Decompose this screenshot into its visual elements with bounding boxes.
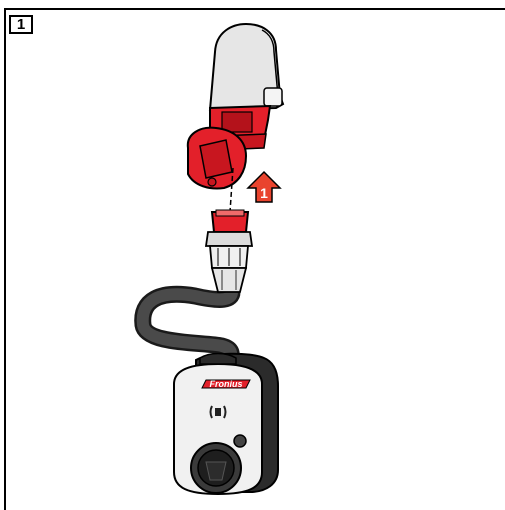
wallbox-charger: Fronius xyxy=(174,354,278,495)
charging-socket xyxy=(191,443,241,493)
status-led xyxy=(234,435,246,447)
arrow-step-number: 1 xyxy=(260,185,268,201)
brand-name: Fronius xyxy=(210,379,243,389)
fronius-logo: Fronius xyxy=(202,379,250,389)
socket-lid xyxy=(188,128,246,189)
cee-plug xyxy=(206,210,252,292)
insert-direction-arrow: 1 xyxy=(248,172,280,202)
